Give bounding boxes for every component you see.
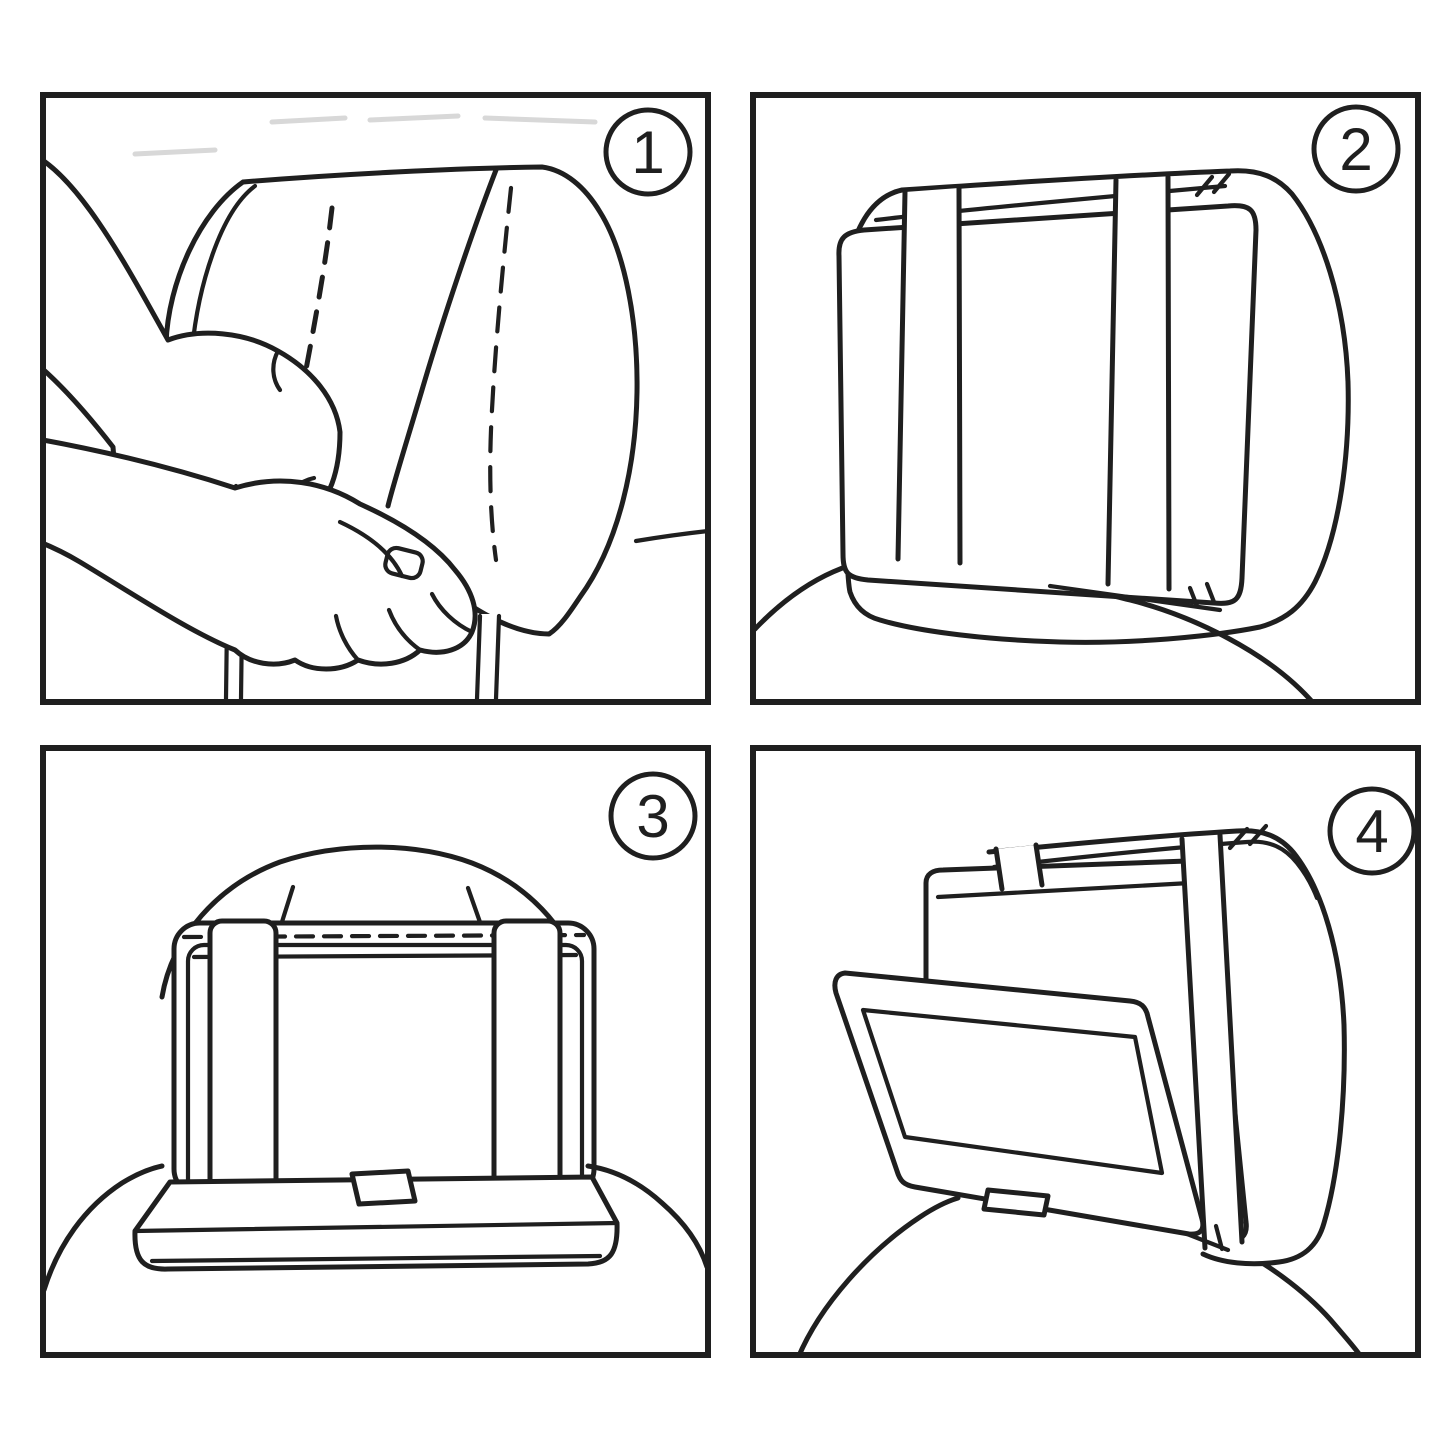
step-4-illustration: 4 <box>750 745 1421 1358</box>
step-number-badge: 1 <box>603 107 693 197</box>
step-2-illustration: 2 <box>750 92 1421 705</box>
right-strap <box>491 918 563 1200</box>
step-panel-4: 4 <box>750 745 1421 1358</box>
left-strap <box>993 842 1045 892</box>
thumb-nail <box>383 545 425 581</box>
step-number-badge: 3 <box>608 771 698 861</box>
headrest-side-seam <box>385 167 499 509</box>
step-number: 4 <box>1355 798 1388 865</box>
step-number: 2 <box>1339 116 1372 183</box>
step-1-illustration: 1 <box>40 92 711 705</box>
headrest-seam-ticks <box>278 884 484 928</box>
tray <box>132 1174 620 1272</box>
seat-back-shoulder <box>41 1163 710 1293</box>
step-number: 1 <box>631 119 664 186</box>
headrest-dashed-seam <box>488 185 514 563</box>
right-strap <box>1105 174 1172 592</box>
screen <box>832 970 1206 1237</box>
screen-bezel <box>860 1007 1165 1176</box>
left-strap <box>895 185 963 566</box>
piping-stitch-ticks <box>1227 823 1269 851</box>
step-number-badge: 4 <box>1327 786 1417 876</box>
latch-tab <box>981 1187 1051 1218</box>
latch-tab <box>349 1168 418 1207</box>
step-panel-2: 2 <box>750 92 1421 705</box>
step-number: 3 <box>636 783 669 850</box>
step-3-illustration: 3 <box>40 745 711 1358</box>
right-strap <box>1179 832 1245 1251</box>
step-panel-3: 3 <box>40 745 711 1358</box>
left-strap <box>207 918 279 1200</box>
step-number-badge: 2 <box>1311 104 1401 194</box>
headrest-top-piping <box>991 839 1320 901</box>
piping-stitch-ticks <box>1194 171 1232 198</box>
strap-wrap-seam <box>1047 581 1223 613</box>
step-panel-1: 1 <box>40 92 711 705</box>
hand-right <box>40 436 478 672</box>
